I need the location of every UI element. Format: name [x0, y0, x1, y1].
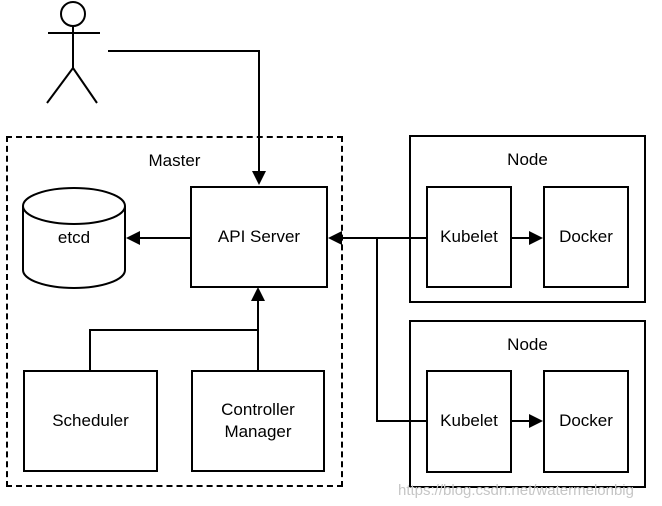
line-scheduler-to-apiserver — [89, 329, 259, 370]
node-2-kubelet-label: Kubelet — [440, 411, 498, 431]
node-1-kubelet-label: Kubelet — [440, 226, 498, 246]
node-1-docker-box: Docker — [543, 186, 629, 288]
node-1-label: Node — [507, 150, 548, 169]
node-1-box — [409, 135, 646, 303]
controller-manager-box: Controller Manager — [191, 370, 325, 472]
node-2-kubelet-box: Kubelet — [426, 370, 512, 473]
node-2-label: Node — [507, 335, 548, 354]
controller-manager-label: Controller Manager — [221, 399, 295, 441]
node-1-kubelet-box: Kubelet — [426, 186, 512, 288]
arrow-user-to-apiserver — [108, 50, 260, 172]
user-actor-icon — [46, 1, 100, 104]
api-server-box: API Server — [190, 186, 328, 288]
node-2-docker-box: Docker — [543, 370, 629, 473]
node-2-docker-label: Docker — [559, 411, 613, 431]
scheduler-label: Scheduler — [52, 410, 129, 430]
etcd-label: etcd — [57, 228, 91, 247]
master-group-label: Master — [148, 151, 201, 170]
arrowhead-into-apiserver-top — [252, 171, 266, 185]
database-cylinder-icon — [22, 187, 126, 289]
master-group-box — [6, 136, 343, 487]
arrowhead-into-docker2 — [529, 414, 543, 428]
arrowhead-into-apiserver-bottom — [251, 287, 265, 301]
arrowhead-into-docker1 — [529, 231, 543, 245]
watermark-text: https://blog.csdn.net/watermelonbig — [398, 482, 634, 499]
scheduler-box: Scheduler — [23, 370, 158, 472]
arrowhead-into-etcd — [126, 231, 140, 245]
arrowhead-into-apiserver-right — [328, 231, 342, 245]
node-2-box — [409, 320, 646, 488]
node-1-docker-label: Docker — [559, 226, 613, 246]
api-server-label: API Server — [217, 226, 301, 246]
